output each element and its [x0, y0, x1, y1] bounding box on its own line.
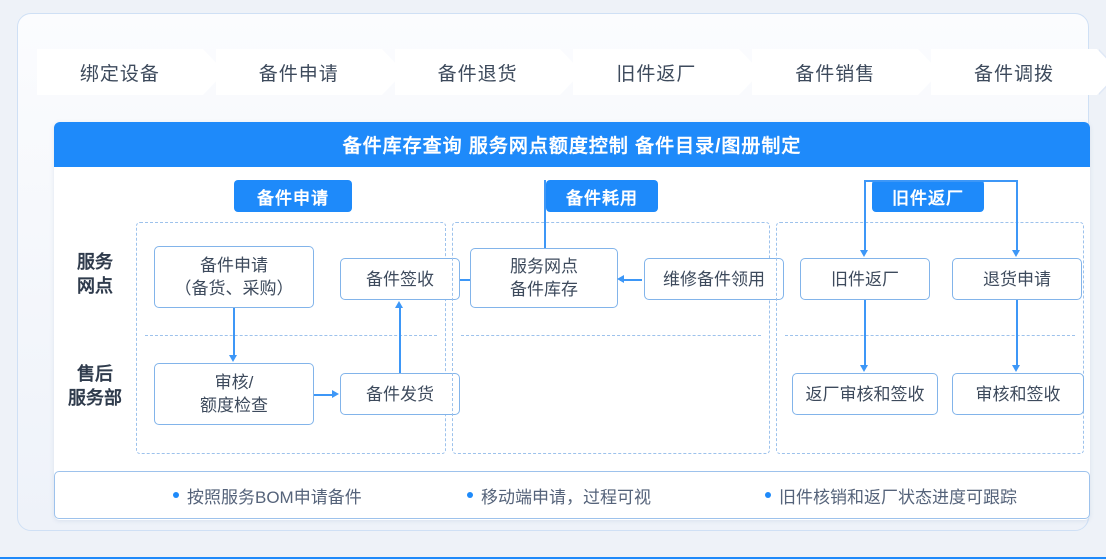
flow-group-spare-part-consumption	[452, 222, 770, 454]
connector-tag-return-right	[1016, 180, 1018, 251]
node-line1: 审核和签收	[975, 384, 1061, 404]
breadcrumb-step-3[interactable]: 旧件返厂	[573, 49, 764, 95]
node-line1: 旧件返厂	[831, 269, 899, 289]
breadcrumb-step-5[interactable]: 备件调拨	[931, 49, 1106, 95]
node-return-audit-receipt[interactable]: 返厂审核和签收	[792, 373, 938, 415]
node-return-request[interactable]: 退货申请	[952, 258, 1082, 300]
row-label-line1: 售后	[77, 364, 113, 384]
row-label-line2: 服务部	[68, 388, 122, 408]
arrowhead-down	[229, 355, 237, 362]
summary-bullet-0: 按照服务BOM申请备件	[173, 483, 362, 508]
group-row-divider	[785, 335, 1075, 336]
section-tag-spare-part-request[interactable]: 备件申请	[234, 180, 352, 212]
breadcrumb-step-label: 备件退货	[437, 63, 518, 85]
bullet-dot-icon	[173, 492, 179, 498]
breadcrumb-step-2[interactable]: 备件退货	[394, 49, 585, 95]
arrowhead-down	[1012, 250, 1020, 257]
group-row-divider	[461, 335, 761, 336]
main-panel: 备件库存查询 服务网点额度控制 备件目录/图册制定 备件申请 备件耗用 旧件返厂…	[54, 122, 1090, 520]
node-line2: 备件库存	[510, 280, 578, 299]
connector-returnreq-to-audit	[1016, 300, 1018, 365]
node-line2: 额度检查	[200, 396, 268, 415]
arrowhead-down	[1012, 365, 1020, 372]
arrowhead-down	[860, 250, 868, 257]
diagram-card: 绑定设备 备件申请 备件退货 旧件返厂 备件销售 备件调拨 备件库存查询 服务网…	[17, 13, 1106, 531]
breadcrumb-step-label: 备件调拨	[974, 63, 1055, 85]
arrowhead-down	[860, 365, 868, 372]
node-line1: 维修备件领用	[663, 269, 765, 289]
flow-body: 服务 网点 售后 服务部 备件申请 （备货、采购） 备件签收 审核/	[54, 180, 1090, 472]
connector-shipment-to-receipt	[399, 308, 401, 373]
breadcrumb-step-1[interactable]: 备件申请	[215, 49, 406, 95]
node-spare-part-shipment[interactable]: 备件发货	[340, 373, 460, 415]
arrowhead-left	[617, 275, 624, 283]
flow-group-old-part-return	[776, 222, 1084, 454]
node-repair-spare-requisition[interactable]: 维修备件领用	[644, 258, 784, 300]
node-audit-receipt[interactable]: 审核和签收	[952, 373, 1084, 415]
bullet-text: 移动端申请，过程可视	[481, 487, 651, 507]
node-spare-part-request[interactable]: 备件申请 （备货、采购）	[154, 246, 314, 308]
node-spare-part-receipt[interactable]: 备件签收	[340, 258, 460, 300]
node-line1: 备件发货	[366, 384, 434, 404]
section-tag-row: 备件申请 备件耗用 旧件返厂	[54, 180, 1090, 214]
breadcrumb-step-4[interactable]: 备件销售	[752, 49, 942, 95]
connector-tag-return-left	[864, 180, 866, 251]
node-line1: 返厂审核和签收	[805, 384, 925, 404]
arrowhead-up	[395, 301, 403, 308]
connector-tag-return-branch	[864, 180, 1017, 182]
row-label-column: 服务 网点 售后 服务部	[54, 222, 136, 454]
node-line1: 备件申请	[200, 256, 268, 275]
row-label-line2: 网点	[77, 276, 113, 296]
summary-bullets-bar: 按照服务BOM申请备件 移动端申请，过程可视 旧件核销和返厂状态进度可跟踪	[54, 471, 1090, 519]
section-tag-spare-part-consumption[interactable]: 备件耗用	[546, 180, 658, 212]
bullet-dot-icon	[467, 492, 473, 498]
row-label-line1: 服务	[77, 252, 113, 272]
node-line1: 审核/	[214, 373, 254, 392]
group-row-divider	[145, 335, 437, 336]
bottom-accent-line	[0, 557, 1106, 559]
connector-audit-to-shipment	[314, 394, 332, 396]
node-old-part-return[interactable]: 旧件返厂	[800, 258, 930, 300]
breadcrumb: 绑定设备 备件申请 备件退货 旧件返厂 备件销售 备件调拨	[37, 49, 1106, 95]
connector-requisition-to-inventory	[620, 279, 642, 281]
summary-bullet-1: 移动端申请，过程可视	[467, 483, 651, 508]
row-label-service-outlet: 服务 网点	[54, 250, 136, 298]
flow-group-spare-part-request	[136, 222, 446, 454]
row-label-after-sales-dept: 售后 服务部	[54, 362, 136, 410]
section-tag-old-part-return[interactable]: 旧件返厂	[872, 180, 984, 212]
breadcrumb-step-label: 旧件返厂	[616, 63, 697, 85]
connector-oldpart-to-audit	[864, 300, 866, 365]
feature-banner: 备件库存查询 服务网点额度控制 备件目录/图册制定	[54, 122, 1090, 167]
node-line1: 服务网点	[510, 257, 578, 276]
node-line1: 备件签收	[366, 269, 434, 289]
connector-request-to-audit	[233, 308, 235, 355]
bullet-text: 按照服务BOM申请备件	[187, 487, 362, 507]
node-line1: 退货申请	[983, 269, 1051, 289]
node-audit-quota-check[interactable]: 审核/ 额度检查	[154, 363, 314, 425]
breadcrumb-step-label: 备件申请	[258, 63, 339, 85]
node-line2: （备货、采购）	[174, 279, 294, 298]
summary-bullet-2: 旧件核销和返厂状态进度可跟踪	[765, 483, 1017, 508]
node-outlet-spare-inventory[interactable]: 服务网点 备件库存	[470, 248, 618, 308]
connector-tag-consumption	[544, 180, 546, 248]
arrowhead-right	[332, 390, 339, 398]
breadcrumb-step-0[interactable]: 绑定设备	[37, 49, 227, 95]
bullet-text: 旧件核销和返厂状态进度可跟踪	[779, 487, 1017, 507]
bullet-dot-icon	[765, 492, 771, 498]
breadcrumb-step-label: 备件销售	[795, 63, 876, 85]
breadcrumb-step-label: 绑定设备	[79, 63, 160, 85]
